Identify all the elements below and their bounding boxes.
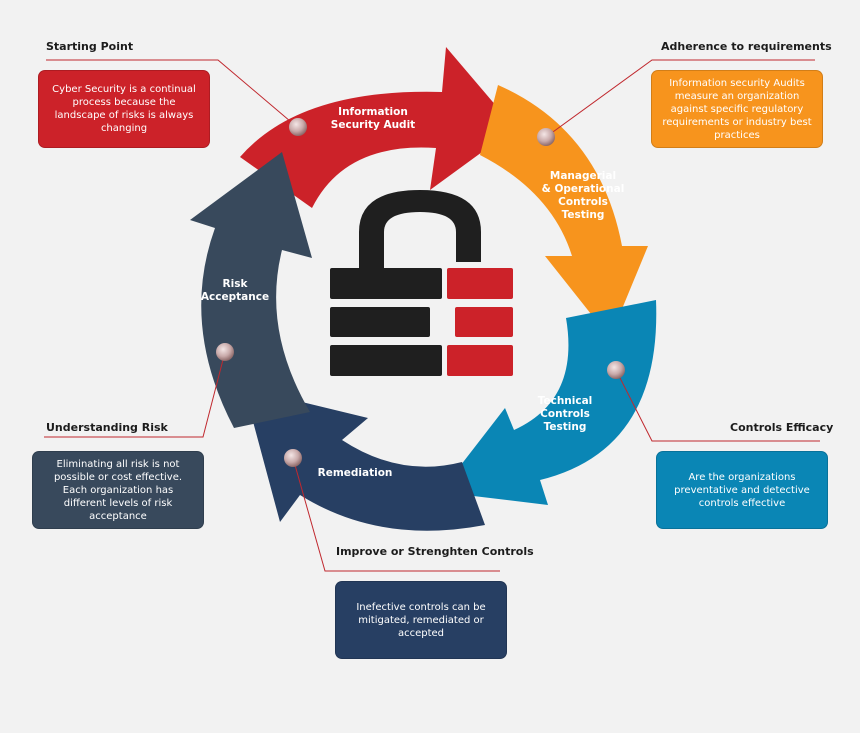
connector-improve — [292, 457, 500, 572]
connector-adherence — [545, 59, 815, 138]
callout-controls-efficacy: Are the organizations preventative and d… — [656, 451, 828, 529]
dot-technical — [607, 361, 625, 379]
callout-understanding-risk: Eliminating all risk is not possible or … — [32, 451, 204, 529]
connector-efficacy — [615, 369, 820, 442]
segment-label-risk-acceptance: Risk Acceptance — [200, 278, 270, 303]
dot-risk — [216, 343, 234, 361]
heading-adherence: Adherence to requirements — [661, 40, 832, 53]
heading-controls-efficacy: Controls Efficacy — [730, 421, 834, 434]
arrow-managerial-testing — [480, 85, 648, 338]
callout-adherence: Information security Audits measure an o… — [651, 70, 823, 148]
dot-audit — [289, 118, 307, 136]
arrow-technical-testing — [440, 300, 657, 505]
callout-improve-controls: Inefective controls can be mitigated, re… — [335, 581, 507, 659]
dot-remediation — [284, 449, 302, 467]
segment-label-remediation: Remediation — [317, 467, 393, 479]
segment-label-managerial-testing: Managerial & Operational Controls Testin… — [541, 170, 625, 221]
segment-label-information-security-audit: Information Security Audit — [330, 106, 416, 131]
arrow-information-security-audit — [240, 47, 515, 208]
connector-starting-point — [46, 59, 298, 128]
heading-improve-controls: Improve or Strenghten Controls — [336, 545, 534, 558]
dot-managerial — [537, 128, 555, 146]
padlock-icon — [330, 190, 513, 376]
heading-understanding-risk: Understanding Risk — [46, 421, 168, 434]
callout-starting-point: Cyber Security is a continual process be… — [38, 70, 210, 148]
connector-understanding — [44, 351, 226, 438]
arrow-remediation — [244, 388, 485, 531]
segment-label-technical-testing: Technical Controls Testing — [537, 395, 593, 433]
heading-starting-point: Starting Point — [46, 40, 134, 53]
